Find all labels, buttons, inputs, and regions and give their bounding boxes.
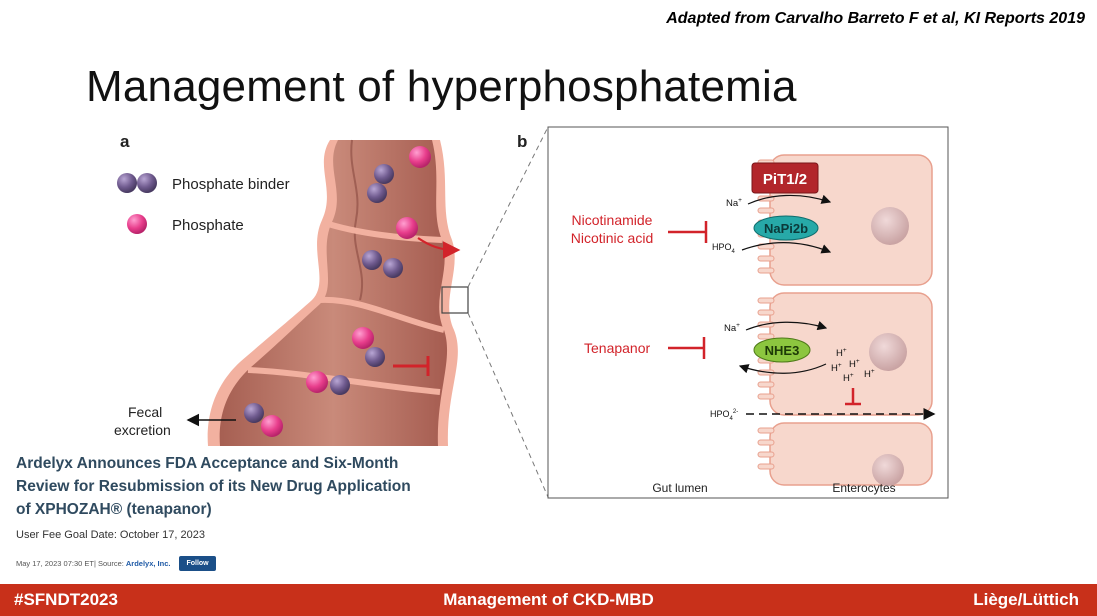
fecal-label-1: Fecal xyxy=(128,404,162,420)
legend-label-binder: Phosphate binder xyxy=(172,176,290,193)
svg-text:H+: H+ xyxy=(831,362,842,374)
na-arrow-1 xyxy=(747,194,832,205)
inhibitor-nicotinic-acid: Nicotinic acid xyxy=(571,230,653,246)
na-label-1: Na+ xyxy=(726,197,742,209)
svg-text:H+: H+ xyxy=(864,368,875,380)
slide-title: Management of hyperphosphatemia xyxy=(86,62,797,111)
particles xyxy=(244,146,431,437)
footer-center: Management of CKD-MBD xyxy=(443,590,654,609)
figure: a Phosphate binder Phosphate xyxy=(114,126,949,499)
legend-label-phosphate: Phosphate xyxy=(172,217,244,234)
news-goal-date: User Fee Goal Date: October 17, 2023 xyxy=(16,529,205,541)
zoom-line-bottom xyxy=(467,312,549,498)
enterocyte-cells xyxy=(769,154,933,486)
pit-transporter: PiT1/2 xyxy=(751,162,819,194)
news-headline-line-2: Review for Resubmission of its New Drug … xyxy=(16,478,411,495)
inhibition-mark-paracellular xyxy=(845,388,861,406)
inhibition-mark-tenapanor xyxy=(668,337,706,359)
zoom-box xyxy=(441,286,469,314)
hpo4-label-1: HPO4 xyxy=(712,242,736,255)
na-arrow-2 xyxy=(745,320,828,331)
svg-text:H+: H+ xyxy=(843,372,854,384)
h-ions: H+ H+ H+ H+ H+ xyxy=(831,347,875,384)
nhe3-label: NHE3 xyxy=(765,343,800,358)
footer-bar: Management of CKD-MBD #SFNDT2023 Liège/L… xyxy=(0,584,1097,616)
nhe3-transporter: NHE3 xyxy=(753,337,811,363)
news-date-source: May 17, 2023 07:30 ET| Source: xyxy=(16,559,124,568)
news-headline-line-3: of XPHOZAH® (tenapanor) xyxy=(16,501,212,518)
svg-text:H+: H+ xyxy=(836,347,847,359)
napi2b-transporter: NaPi2b xyxy=(753,215,819,241)
news-snippet: Ardelyx Announces FDA Acceptance and Six… xyxy=(16,452,456,571)
footer-left: #SFNDT2023 xyxy=(14,590,118,609)
news-headline[interactable]: Ardelyx Announces FDA Acceptance and Six… xyxy=(16,452,456,521)
na-label-2: Na+ xyxy=(724,322,740,334)
zoom-line-top xyxy=(467,126,549,288)
inhibition-mark-a xyxy=(393,356,430,376)
h-arrow xyxy=(738,363,827,374)
gut-lumen-label: Gut lumen xyxy=(652,481,707,495)
footer-right: Liège/Lüttich xyxy=(973,590,1079,609)
pit-label: PiT1/2 xyxy=(763,171,807,188)
inhibitor-tenapanor: Tenapanor xyxy=(584,340,651,356)
enterocytes-label: Enterocytes xyxy=(832,481,895,495)
panel-a-letter: a xyxy=(120,132,130,151)
fecal-label-2: excretion xyxy=(114,422,171,438)
hpo4-arrow-1 xyxy=(741,242,832,254)
hpo4-label-2: HPO42- xyxy=(710,409,738,422)
napi2b-label: NaPi2b xyxy=(764,221,808,236)
follow-button[interactable]: Follow xyxy=(179,556,216,571)
panel-b-letter: b xyxy=(517,132,527,151)
news-meta: May 17, 2023 07:30 ET| Source: Ardelyx, … xyxy=(16,556,216,571)
svg-text:H+: H+ xyxy=(849,358,860,370)
legend-phosphate-binder: Phosphate binder xyxy=(117,173,290,193)
citation: Adapted from Carvalho Barreto F et al, K… xyxy=(666,10,1085,27)
absorption-arrow xyxy=(417,237,461,259)
inhibition-mark-nicotinamide xyxy=(668,221,708,243)
legend-phosphate: Phosphate xyxy=(127,214,244,234)
news-headline-line-1: Ardelyx Announces FDA Acceptance and Six… xyxy=(16,455,399,472)
news-source-link[interactable]: Ardelyx, Inc. xyxy=(125,559,171,568)
inhibitor-nicotinamide: Nicotinamide xyxy=(572,212,653,228)
